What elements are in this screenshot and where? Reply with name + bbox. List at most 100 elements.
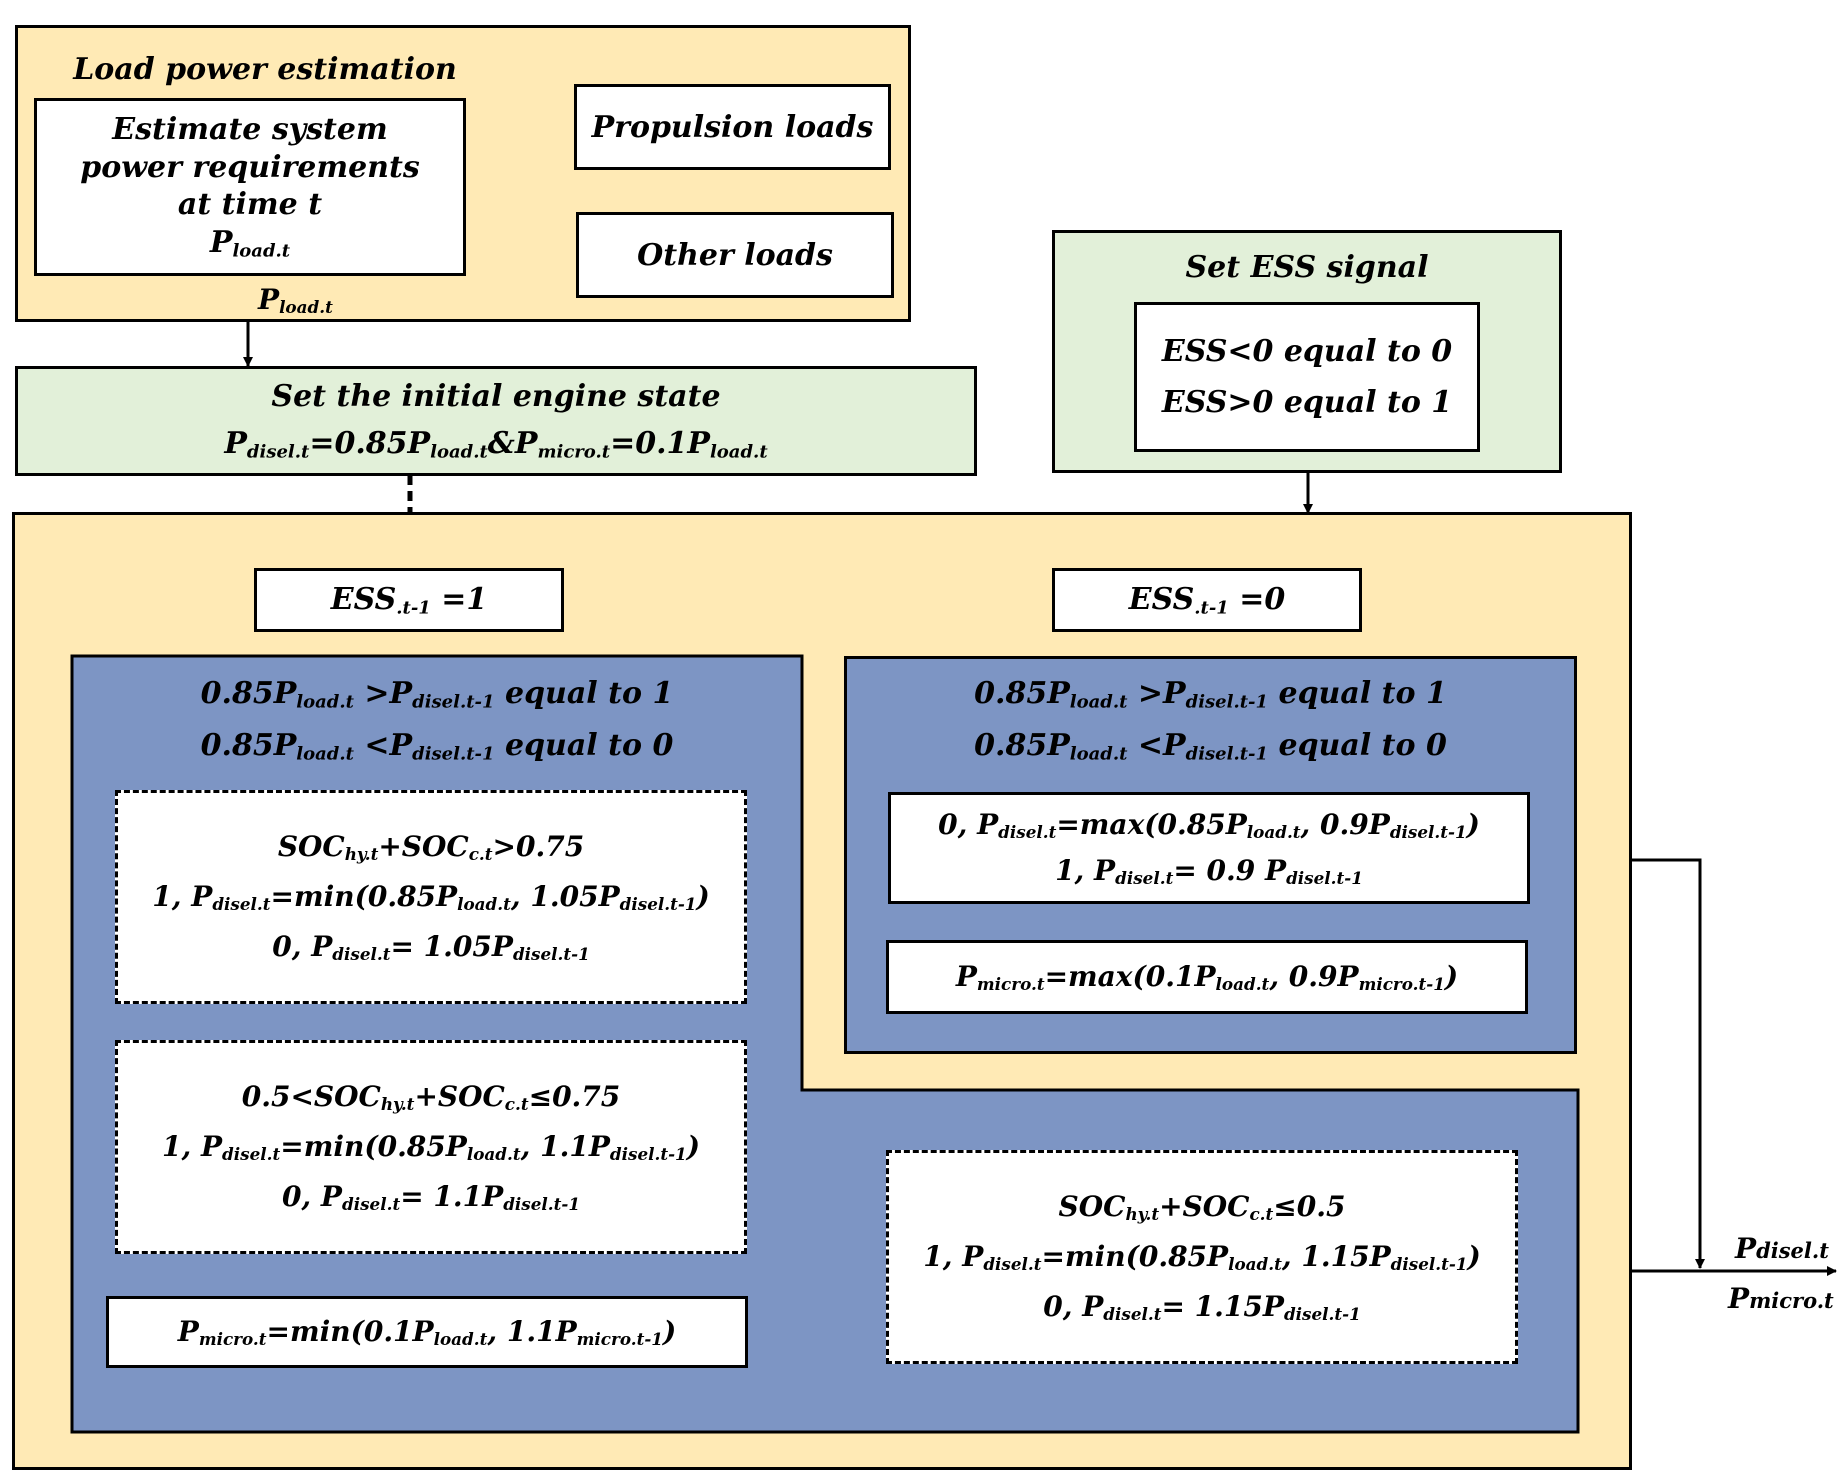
formula-text: ) [696, 879, 710, 913]
formula-text: =max(0.1P [1044, 959, 1216, 993]
formula-text: 0, P [938, 807, 999, 841]
formula-text: 0, P [272, 930, 333, 964]
ess-rule-2: ESS>0 equal to 1 [1161, 385, 1453, 420]
formula-subscript: disel.t-1 [1283, 1304, 1361, 1325]
ess-branch-1-box: ESS.t-1 =1 [254, 568, 564, 632]
formula-text: P [955, 959, 977, 993]
formula-subscript: load.t [709, 441, 768, 463]
formula-subscript: load.t [457, 894, 511, 915]
formula-subscript: disel.t-1 [1389, 822, 1467, 843]
right-micro-box: Pmicro.t=max(0.1Pload.t, 0.9Pmicro.t-1) [886, 940, 1528, 1014]
formula-text: <P [353, 728, 413, 763]
formula-text: 0.85P [200, 676, 297, 711]
initial-state-formula: Pdisel.t=0.85Pload.t&Pmicro.t=0.1Pload.t [224, 425, 767, 464]
formula-text: P [177, 1314, 199, 1348]
ess-signal-rules-box: ESS<0 equal to 0 ESS>0 equal to 1 [1134, 302, 1480, 452]
formula-subscript: load.t [1069, 691, 1128, 713]
formula-subscript: c.t [468, 843, 493, 864]
soc-mid-box: 0.5<SOChy.t+SOCc.t≤0.75 1, Pdisel.t=min(… [115, 1040, 747, 1254]
formula-subscript: disel.t [222, 1144, 281, 1165]
formula-text: , 1.05P [510, 879, 620, 913]
formula-subscript: load.t [433, 1329, 488, 1350]
formula-subscript: disel.t [332, 944, 391, 965]
formula-text: P [224, 426, 247, 462]
soc-mid-case-1: 1, Pdisel.t=min(0.85Pload.t, 1.1Pdisel.t… [162, 1129, 700, 1165]
output-p-micro-text: Pmicro.t [1728, 1282, 1834, 1315]
formula-text: 0.5<SOC [241, 1079, 381, 1113]
formula-subscript: disel.t [246, 441, 310, 463]
formula-text: = 1.05P [390, 930, 513, 964]
ess-signal-title: Set ESS signal [1185, 250, 1429, 285]
soc-high-head: SOChy.t+SOCc.t>0.75 [278, 829, 584, 865]
formula-text: 1, P [1055, 854, 1116, 887]
formula-text: 1, P [923, 1239, 984, 1273]
formula-subscript: disel.t-1 [503, 1194, 581, 1215]
formula-subscript: disel.t-1 [1390, 1254, 1468, 1275]
formula-subscript: load.t [466, 1144, 521, 1165]
load-estimation-title: Load power estimation [73, 52, 457, 87]
output-p-disel-text: Pdisel.t [1735, 1232, 1829, 1265]
formula-text: 1, P [162, 1129, 223, 1163]
formula-subscript: disel.t [1115, 868, 1174, 889]
soc-low-case-0: 0, Pdisel.t= 1.15Pdisel.t-1 [1043, 1289, 1361, 1325]
formula-text: &P [487, 426, 538, 462]
left-condition-2: 0.85Pload.t <Pdisel.t-1 equal to 0 [72, 728, 802, 765]
formula-subscript: disel.t-1 [412, 691, 495, 713]
formula-text: =min(0.85P [270, 879, 458, 913]
p-load-output-label: Pload.t [258, 283, 333, 318]
formula-text: ) [662, 1314, 677, 1348]
formula-text: = 1.1P [400, 1180, 504, 1214]
right-disel-cases-box: 0, Pdisel.t=max(0.85Pload.t, 0.9Pdisel.t… [888, 792, 1530, 904]
formula-subscript: micro.t [198, 1329, 267, 1350]
ess-rule-1: ESS<0 equal to 0 [1161, 333, 1453, 369]
formula-subscript: disel.t-1 [1286, 868, 1363, 889]
right-condition-1: 0.85Pload.t >Pdisel.t-1 equal to 1 [844, 676, 1577, 713]
formula-subscript: hy.t [380, 1093, 415, 1114]
soc-high-box: SOChy.t+SOCc.t>0.75 1, Pdisel.t=min(0.85… [115, 790, 747, 1004]
formula-text: ≤0.5 [1273, 1189, 1346, 1223]
formula-text: 0, P [281, 1180, 342, 1214]
formula-subscript: hy.t [344, 843, 379, 864]
estimate-line-1: Estimate system [112, 112, 388, 148]
soc-mid-case-0: 0, Pdisel.t= 1.1Pdisel.t-1 [282, 1179, 580, 1215]
formula-subscript: disel.t-1 [1185, 691, 1269, 713]
formula-text: equal to 1 [1268, 676, 1447, 711]
soc-high-case-1: 1, Pdisel.t=min(0.85Pload.t, 1.05Pdisel.… [152, 879, 709, 915]
formula-text: ) [1466, 807, 1480, 841]
initial-state-title: Set the initial engine state [271, 378, 721, 414]
formula-text: ) [686, 1129, 700, 1163]
formula-text: >0.75 [492, 829, 585, 863]
soc-low-box: SOChy.t+SOCc.t≤0.5 1, P disel.t =min(0.85P… [886, 1150, 1518, 1364]
formula-text: >P [1127, 676, 1186, 711]
formula-subscript: disel.t [212, 894, 271, 915]
formula-subscript: disel.t [998, 822, 1057, 843]
formula-subscript: load.t [430, 441, 488, 463]
formula-subscript: micro.t-1 [1358, 974, 1445, 995]
formula-subscript: disel.t [1103, 1304, 1162, 1325]
formula-text: =0.85P [309, 426, 431, 462]
formula-text: = 1.15P [1161, 1290, 1284, 1324]
formula-subscript: load.t [1215, 974, 1270, 995]
propulsion-loads-box: Propulsion loads [574, 84, 891, 170]
estimate-line-3: at time t [177, 187, 323, 223]
formula-subscript: c.t [1249, 1203, 1274, 1224]
formula-text: ) [1467, 1239, 1481, 1273]
formula-text: +SOC [414, 1079, 505, 1113]
right-condition-2: 0.85Pload.t <Pdisel.t-1 equal to 0 [844, 728, 1577, 765]
formula-subscript: load.t [296, 691, 354, 713]
formula-text: 0, P [1043, 1290, 1104, 1324]
formula-subscript: load.t [1228, 1254, 1282, 1275]
soc-low-head: SOChy.t+SOCc.t≤0.5 [1059, 1189, 1346, 1225]
formula-text: 0.85P [974, 728, 1070, 763]
right-case-0: 0, Pdisel.t=max(0.85Pload.t, 0.9Pdisel.t… [938, 807, 1480, 843]
initial-engine-state-box: Set the initial engine state Pdisel.t=0.… [15, 366, 977, 476]
formula-text: >P [353, 676, 413, 711]
formula-text: 0.85P [200, 728, 297, 763]
formula-text: equal to 1 [494, 676, 674, 711]
estimate-p-load: Pload.t [209, 224, 291, 262]
formula-subscript: micro.t [976, 974, 1045, 995]
formula-text: =0.1P [610, 426, 710, 462]
formula-text: , 1.1P [487, 1314, 577, 1348]
formula-text: +SOC [378, 829, 469, 863]
formula-text: =min(0.85P [1041, 1239, 1229, 1273]
